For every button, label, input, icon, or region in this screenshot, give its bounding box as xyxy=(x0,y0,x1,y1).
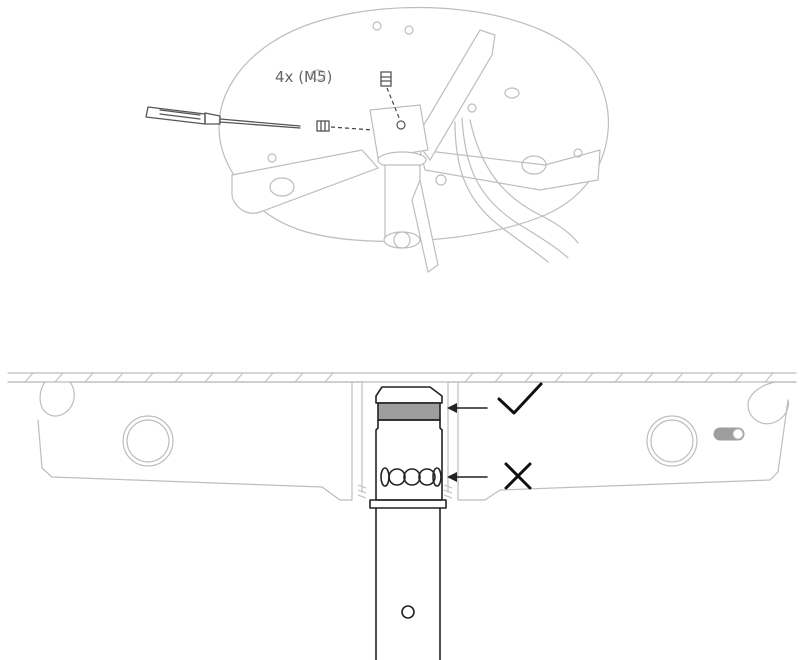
screw-side-icon xyxy=(316,120,330,132)
plate-screw xyxy=(267,153,277,163)
bracket-hole-left xyxy=(122,415,174,467)
bracket-arm-left xyxy=(231,149,380,214)
plate-hole xyxy=(521,155,547,175)
center-pipe xyxy=(377,151,427,249)
plate-hole xyxy=(310,69,326,81)
wrong-groove-holes xyxy=(380,467,442,487)
plate-hole xyxy=(504,87,520,99)
correct-groove-band xyxy=(377,402,441,421)
arrow-incorrect xyxy=(447,472,488,482)
screw-guide-line xyxy=(386,87,401,121)
screw-count-label: 4x (M5) xyxy=(275,68,332,86)
center-bracket xyxy=(369,104,429,159)
bracket-right xyxy=(457,381,797,501)
arrow-correct xyxy=(447,403,488,413)
ceiling-cross-section xyxy=(7,372,797,660)
cable xyxy=(461,117,569,259)
bracket-left xyxy=(7,381,353,501)
pipe-channel xyxy=(351,381,459,493)
pipe-connector xyxy=(369,386,447,660)
screw-hole-icon xyxy=(396,120,406,130)
bracket-arm-upper xyxy=(414,29,496,162)
plate-screw xyxy=(573,148,583,158)
pipe-hole-icon xyxy=(401,605,415,619)
screwdriver-icon xyxy=(145,106,301,129)
cross-mark-icon xyxy=(504,462,532,490)
bracket-hole-right xyxy=(646,415,698,467)
plate-screw xyxy=(404,25,414,35)
cable xyxy=(469,119,579,244)
cable xyxy=(454,121,549,263)
screw-top-icon xyxy=(380,71,392,87)
plate-screw xyxy=(372,21,382,31)
bracket-tab-lower xyxy=(411,177,439,274)
mounting-plate-view: 4x (M5) xyxy=(145,6,609,274)
ceiling-hatching xyxy=(24,372,774,383)
thread-marks xyxy=(357,484,453,499)
check-mark-icon xyxy=(497,382,543,415)
bracket-arm-right xyxy=(419,149,601,191)
screw-guide-line xyxy=(330,126,374,131)
plate-screw xyxy=(467,103,477,113)
plate-screw xyxy=(435,174,447,186)
plate-hole xyxy=(269,177,295,197)
